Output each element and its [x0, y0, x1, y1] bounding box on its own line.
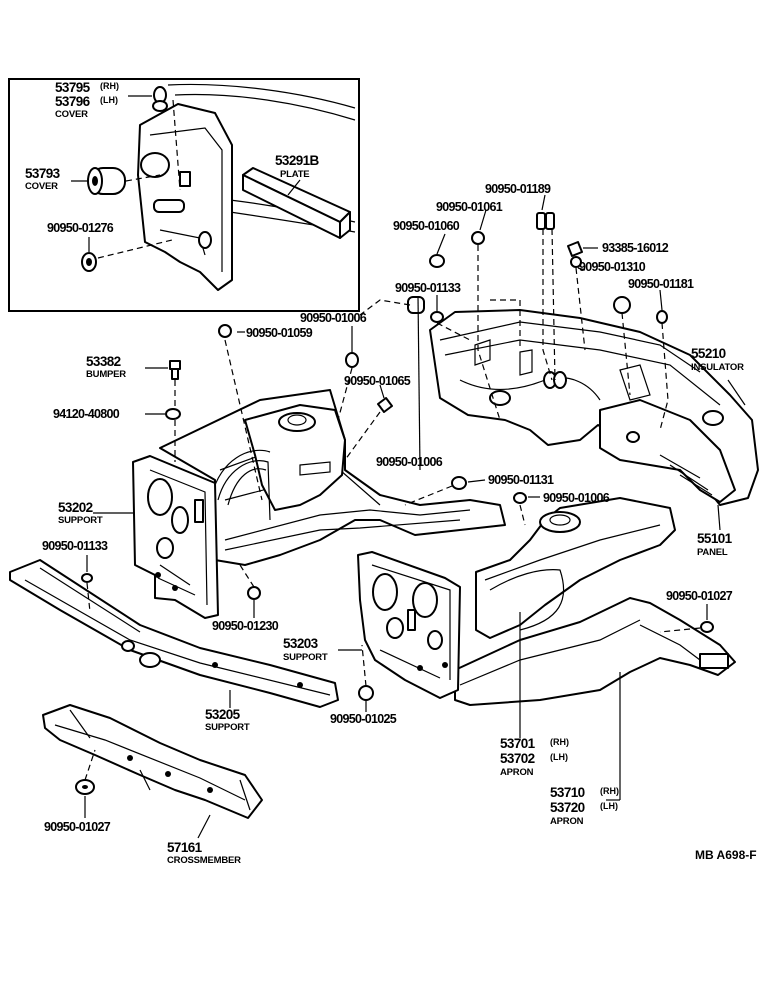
- clip-01310-part: [570, 256, 582, 268]
- support-53205-assembly: [9, 559, 339, 708]
- front-right-structure: [357, 497, 736, 706]
- label-01006-right: 90950-01006: [543, 491, 610, 505]
- cover-top-desc: COVER: [55, 109, 88, 120]
- support-53205-part: [9, 559, 339, 708]
- screw-16012-part: [567, 241, 583, 257]
- label-01061: 90950-01061: [436, 200, 503, 214]
- label-01060: 90950-01060: [393, 219, 460, 233]
- clip-01006-right-part: [513, 492, 527, 504]
- clip-01133-lower-part: [81, 573, 93, 583]
- clip-01189-part: [536, 212, 555, 230]
- label-40800: 94120-40800: [53, 407, 120, 421]
- cover-53793-number: 53793: [25, 166, 61, 181]
- apron-53710-part: [454, 597, 736, 706]
- plate-number: 53291B: [275, 153, 320, 168]
- clip-01131-part: [451, 476, 467, 490]
- apron1-desc: APRON: [500, 767, 534, 778]
- labels: 90950-01189 90950-01061 90950-01060 9338…: [42, 182, 757, 866]
- cover-53793-part: [87, 167, 126, 195]
- grommet-part: [613, 296, 631, 314]
- dash-clips: [429, 194, 669, 431]
- strut-tower-part: [244, 404, 346, 511]
- label-01006-top: 90950-01006: [300, 311, 367, 325]
- clip-01025-part: [358, 685, 374, 701]
- support1-number: 53202: [58, 500, 93, 515]
- apron2-lh-tag: (LH): [600, 801, 618, 811]
- reference-code: MB A698-F: [695, 848, 757, 862]
- clip-01027-right-part: [700, 621, 714, 633]
- clip-01133-upper-part: [430, 311, 444, 323]
- crossmember-desc: CROSSMEMBER: [167, 855, 241, 866]
- front-left-structure: [132, 389, 506, 619]
- insulator-number: 55210: [691, 346, 726, 361]
- inset-support-panel: [137, 103, 233, 291]
- apron1-rh-number: 53701: [500, 736, 536, 751]
- label-01181: 90950-01181: [628, 277, 694, 291]
- clip-01276-number: 90950-01276: [47, 221, 114, 235]
- label-01006-mid: 90950-01006: [376, 455, 443, 469]
- support2-number: 53203: [283, 636, 319, 651]
- cover-53793-desc: COVER: [25, 181, 58, 192]
- apron1-lh-tag: (LH): [550, 752, 568, 762]
- insulator-desc: INSULATOR: [691, 362, 744, 373]
- clip-01181-part: [656, 310, 668, 324]
- support3-number: 53205: [205, 707, 241, 722]
- clip-01276-part: [81, 252, 97, 272]
- clip-01006-mid-part: [407, 296, 425, 314]
- clip-01230-part: [247, 586, 261, 600]
- fasteners: [75, 295, 714, 818]
- bumper-number: 53382: [86, 354, 121, 369]
- label-01025: 90950-01025: [330, 712, 397, 726]
- apron1-rh-tag: (RH): [550, 737, 569, 747]
- inset-frame: [8, 78, 360, 312]
- apron2-rh-number: 53710: [550, 785, 585, 800]
- label-01065: 90950-01065: [344, 374, 411, 388]
- support2-desc: SUPPORT: [283, 652, 328, 663]
- apron1-lh-number: 53702: [500, 751, 535, 766]
- cover-53795-part: [152, 86, 168, 112]
- bumper-desc: BUMPER: [86, 369, 126, 380]
- apron2-desc: APRON: [550, 816, 584, 827]
- clip-01061-part: [471, 231, 485, 245]
- plate-desc: PLATE: [280, 169, 309, 180]
- cover-rh-tag: (RH): [100, 81, 119, 91]
- crossmember-number: 57161: [167, 840, 203, 855]
- cover-lh-tag: (LH): [100, 95, 118, 105]
- label-01133-lower: 90950-01133: [42, 539, 108, 553]
- label-16012: 93385-16012: [602, 241, 669, 255]
- leader-lines: [93, 379, 746, 839]
- label-01310: 90950-01310: [579, 260, 646, 274]
- label-01133-upper: 90950-01133: [395, 281, 461, 295]
- panel-part: [599, 399, 736, 503]
- support1-desc: SUPPORT: [58, 515, 103, 526]
- cover-lh-number: 53796: [55, 94, 91, 109]
- panel-number: 55101: [697, 531, 733, 546]
- label-01059: 90950-01059: [246, 326, 313, 340]
- label-01131: 90950-01131: [488, 473, 554, 487]
- nut-40800-part: [165, 408, 181, 420]
- dash-panel-assembly: [429, 309, 759, 506]
- label-01027-right: 90950-01027: [666, 589, 733, 603]
- inset-detail: 53795 (RH) 53796 (LH) COVER 53793 COVER …: [8, 78, 360, 312]
- label-01027-lower: 90950-01027: [44, 820, 111, 834]
- cover-rh-number: 53795: [55, 80, 91, 95]
- label-01230: 90950-01230: [212, 619, 279, 633]
- bumper-53382-part: [169, 360, 181, 380]
- label-01189: 90950-01189: [485, 182, 551, 196]
- nut-01027-part: [75, 779, 95, 795]
- crossmember-assembly: [42, 704, 263, 819]
- clip-01006-top-part: [345, 352, 359, 368]
- clip-01065-part: [377, 397, 393, 413]
- apron-53701-part: [475, 497, 676, 639]
- panel-desc: PANEL: [697, 547, 728, 558]
- apron2-lh-number: 53720: [550, 800, 585, 815]
- support3-desc: SUPPORT: [205, 722, 250, 733]
- apron2-rh-tag: (RH): [600, 786, 619, 796]
- clip-01059-part: [218, 324, 232, 338]
- clip-01060-part: [429, 254, 445, 268]
